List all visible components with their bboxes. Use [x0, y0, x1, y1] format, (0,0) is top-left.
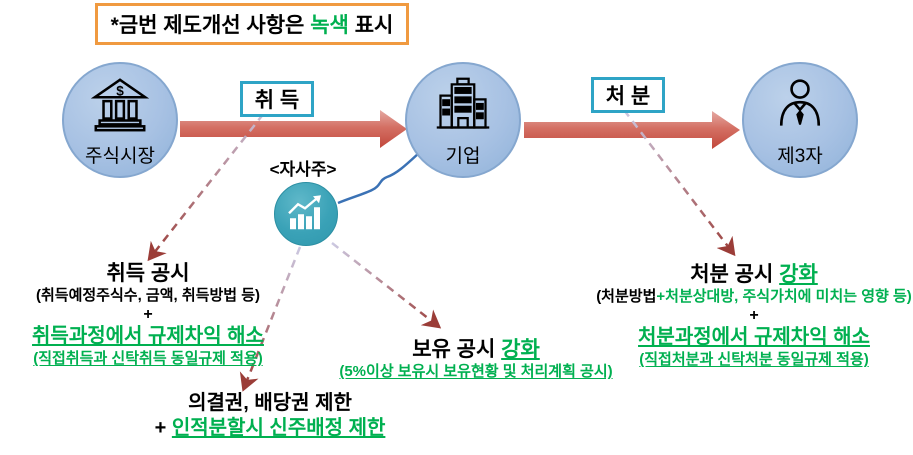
dashed-arrow-holding-disclosure [331, 242, 442, 329]
node-third-party-label: 제3자 [777, 146, 823, 167]
dashed-arrow-disposal-disclosure [623, 109, 736, 257]
building-icon [433, 74, 493, 141]
rights-line1: 의결권, 배당권 제한 [188, 392, 352, 414]
acquisition-label: 취 득 [254, 89, 300, 112]
disp-subtitle: (처분방법+처분상대방, 주식가치에 미치는 영향 등) [594, 287, 913, 306]
node-stock-market-label: 주식시장 [85, 146, 155, 167]
hold-green-subtitle: (5%이상 보유시 보유현황 및 처리계획 공시) [339, 363, 613, 380]
disposal-label-box: 처 분 [591, 77, 665, 113]
hold-title: 보유 공시 강화 [330, 337, 622, 362]
acquisition-label-box: 취 득 [240, 81, 314, 117]
disp-subtitle-green: +처분상대방, 주식가치에 미치는 영향 등) [656, 288, 912, 305]
rights-green-line: 인적분할시 신주배정 제한 [171, 417, 386, 439]
node-treasury-stock [274, 182, 338, 246]
acq-plus: + [143, 306, 153, 323]
rights-plus: + [154, 417, 172, 439]
disp-title: 처분 공시 강화 [594, 262, 913, 287]
disposal-label: 처 분 [605, 85, 651, 108]
legend-text-suffix: 표시 [348, 14, 394, 37]
treasury-label: <자사주> [269, 160, 337, 179]
hold-title-black: 보유 공시 [412, 338, 502, 361]
disp-green-title: 처분과정에서 규제차익 해소 [638, 326, 870, 348]
acq-title: 취득 공시 [106, 262, 190, 285]
legend-text-highlight: 녹색 [310, 14, 349, 37]
bank-icon: $ [89, 74, 151, 141]
note-disposal-disclosure: 처분 공시 강화 (처분방법+처분상대방, 주식가치에 미치는 영향 등) + … [594, 262, 913, 369]
acq-subtitle: (취득예정주식수, 금액, 취득방법 등) [35, 287, 261, 304]
disposal-flow-arrow [524, 111, 740, 149]
disp-title-green: 강화 [779, 263, 818, 286]
rights-line2: + 인적분할시 신주배정 제한 [115, 416, 425, 441]
note-acquisition-disclosure: 취득 공시 (취득예정주식수, 금액, 취득방법 등) + 취득과정에서 규제차… [2, 261, 294, 368]
legend-text-prefix: *금번 제도개선 사항은 [110, 14, 311, 37]
hold-title-green: 강화 [501, 338, 540, 361]
node-company: 기업 [405, 62, 521, 178]
note-rights-restriction: 의결권, 배당권 제한 + 인적분할시 신주배정 제한 [115, 391, 425, 441]
acq-green-title: 취득과정에서 규제차익 해소 [32, 325, 264, 347]
disp-subtitle-black: (처분방법 [596, 288, 657, 305]
disp-plus: + [749, 307, 759, 324]
note-holding-disclosure: 보유 공시 강화 (5%이상 보유시 보유현황 및 처리계획 공시) [330, 337, 622, 381]
node-third-party: 제3자 [742, 62, 858, 178]
acq-green-subtitle: (직접취득과 신탁취득 동일규제 적용) [33, 350, 263, 367]
svg-text:$: $ [116, 83, 124, 98]
node-stock-market: $ 주식시장 [62, 62, 178, 178]
legend-box: *금번 제도개선 사항은 녹색 표시 [95, 3, 409, 45]
person-icon [770, 74, 830, 141]
disp-title-black: 처분 공시 [690, 263, 780, 286]
stock-chart-icon [288, 195, 321, 230]
node-company-label: 기업 [445, 146, 481, 167]
disp-green-subtitle: (직접처분과 신탁처분 동일규제 적용) [639, 351, 869, 368]
